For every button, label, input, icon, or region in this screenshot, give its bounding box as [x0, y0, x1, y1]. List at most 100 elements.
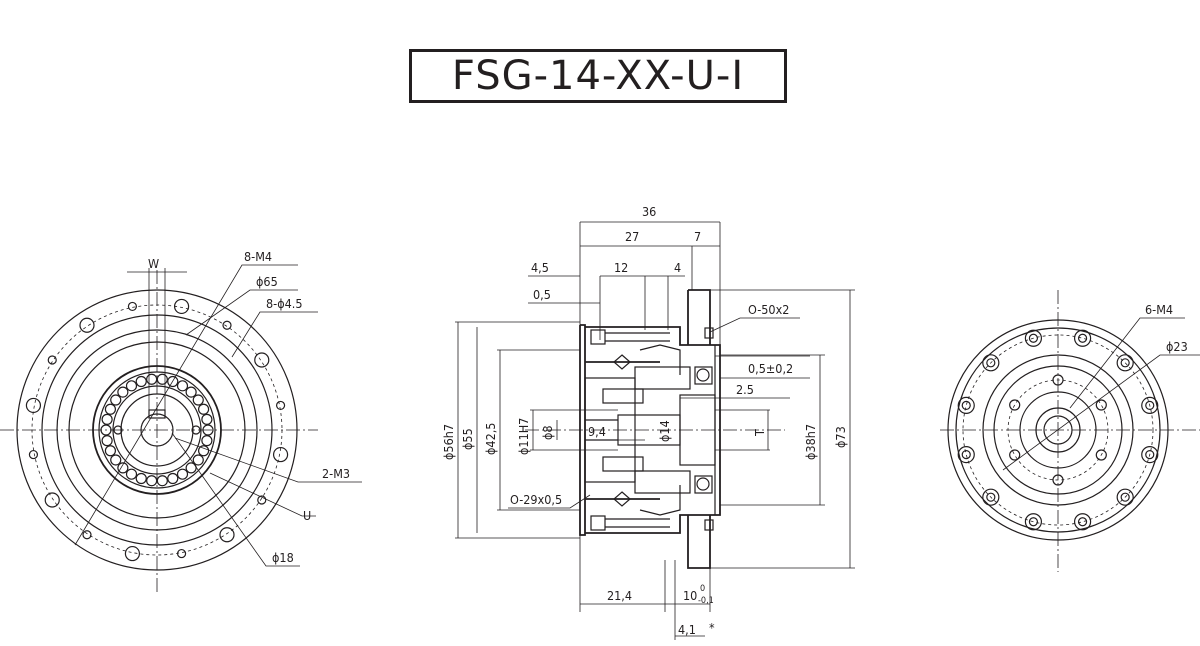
right-flange-step: [955, 327, 1161, 533]
right-mounting-hole-inner: [986, 358, 996, 368]
right-bore: [1043, 415, 1073, 445]
left-mounting-hole: [47, 355, 57, 365]
right-mounting-hole: [1024, 329, 1043, 347]
left-bearing-ball: [176, 380, 189, 392]
left-bolt-circle: [31, 304, 283, 556]
right-mounting-hole-inner: [1120, 492, 1130, 502]
center-label-d73: ϕ73: [833, 426, 848, 448]
left-bearing-ball: [201, 413, 213, 425]
right-mounting-hole-inner: [986, 492, 996, 502]
center-o50-leader: [709, 317, 800, 333]
right-view: 6-M4 ϕ23: [940, 290, 1200, 572]
center-screw-top: [602, 388, 644, 404]
right-mounting-hole: [1116, 488, 1134, 506]
right-hub: [1019, 391, 1097, 469]
left-bearing-balls: [100, 373, 214, 487]
center-section-view: 36 27 7 4,5 12 4 0,5 O-50x2 0,5±0,2 2.5: [441, 204, 855, 640]
center-o29-leader: [508, 494, 591, 509]
right-m4-circle: [1007, 379, 1109, 481]
left-bearing-ball: [185, 386, 197, 398]
left-bearing-ball: [202, 424, 214, 436]
right-mounting-hole: [1141, 445, 1159, 464]
right-m4-hole: [1009, 449, 1021, 461]
center-ball-bottom: [696, 477, 710, 491]
right-mounting-hole-inner: [1145, 449, 1155, 460]
center-label-4: 4: [674, 260, 681, 275]
right-mounting-hole-inner: [1028, 517, 1039, 527]
center-gen-bottom: [634, 470, 691, 494]
left-bearing-ball: [125, 380, 138, 392]
right-label-m4: 6-M4: [1145, 302, 1173, 317]
left-bearing-ball: [135, 472, 147, 485]
left-bearing-ball: [156, 475, 168, 487]
left-bearing-ball: [110, 394, 122, 406]
left-label-m4: 8-M4: [244, 249, 272, 264]
center-label-t: T: [752, 429, 767, 437]
right-mounting-hole: [982, 354, 1000, 372]
left-mounting-hole: [124, 545, 141, 562]
left-d45-leader: [231, 311, 318, 358]
left-bearing-ball: [125, 468, 138, 480]
left-mounting-hole: [79, 317, 95, 333]
left-bearing-ball: [117, 386, 129, 398]
right-flange-outer: [947, 319, 1169, 541]
left-bearing-ball: [104, 403, 117, 415]
left-bearing-ball: [146, 475, 158, 487]
center-gen-top: [634, 366, 691, 390]
left-bearing-ball: [156, 373, 168, 385]
right-m4-leader: [1069, 317, 1185, 409]
center-label-41: 4,1: [678, 622, 696, 637]
right-d23-leader: [1002, 354, 1200, 471]
left-m3-leader: [174, 437, 362, 483]
center-label-25: 2.5: [736, 382, 754, 397]
center-roller-bottom: [613, 491, 631, 507]
center-bearing-in-bottom: [694, 475, 713, 494]
left-mounting-hole: [25, 397, 42, 414]
center-label-d8: ϕ8: [540, 425, 555, 440]
left-label-w: W: [148, 256, 159, 271]
right-mounting-holes: [957, 329, 1159, 531]
left-mounting-hole: [257, 495, 267, 505]
right-m4-hole: [1009, 399, 1021, 411]
center-label-45: 4,5: [531, 260, 549, 275]
center-label-10-upper: 0: [700, 584, 705, 594]
left-m3-hole-2: [191, 425, 201, 435]
center-oring-top: [704, 327, 714, 339]
center-housing: [585, 326, 721, 534]
right-m4-hole: [1095, 399, 1107, 411]
left-mounting-hole: [219, 527, 235, 543]
center-hub: [584, 377, 636, 483]
right-mounting-hole: [1073, 513, 1092, 531]
center-label-36: 36: [642, 204, 656, 219]
right-mounting-hole-inner: [1028, 333, 1039, 343]
left-m4-leader: [74, 264, 298, 546]
right-m4-holes: [1009, 374, 1107, 486]
left-mounting-hole: [44, 492, 60, 508]
left-mounting-hole: [28, 449, 39, 460]
right-mounting-hole: [982, 488, 1000, 506]
left-bearing-ball: [117, 462, 129, 474]
right-m4-hole: [1052, 374, 1064, 386]
right-mounting-hole-inner: [961, 400, 971, 411]
left-bearing-inner: [120, 393, 194, 467]
left-mounting-hole: [176, 548, 187, 559]
left-bearing-ball: [104, 445, 117, 457]
right-mounting-hole-inner: [1077, 517, 1088, 527]
center-roller-top: [613, 354, 631, 370]
center-oring-bottom: [704, 519, 714, 531]
left-mounting-hole: [127, 301, 138, 312]
center-label-d55: ϕ55: [460, 428, 475, 450]
left-label-d18: ϕ18: [272, 550, 294, 565]
center-inner-top: [639, 344, 681, 375]
left-bearing-ball: [201, 435, 213, 447]
center-label-12: 12: [614, 260, 628, 275]
left-bearing-ball: [101, 413, 113, 425]
left-d65-leader: [185, 289, 298, 336]
right-label-d23: ϕ23: [1166, 339, 1188, 354]
left-mounting-holes: [25, 298, 289, 562]
center-ball-top: [696, 368, 710, 382]
right-mounting-hole-inner: [1120, 358, 1130, 368]
right-mounting-hole: [957, 396, 975, 415]
right-body: [982, 354, 1134, 506]
